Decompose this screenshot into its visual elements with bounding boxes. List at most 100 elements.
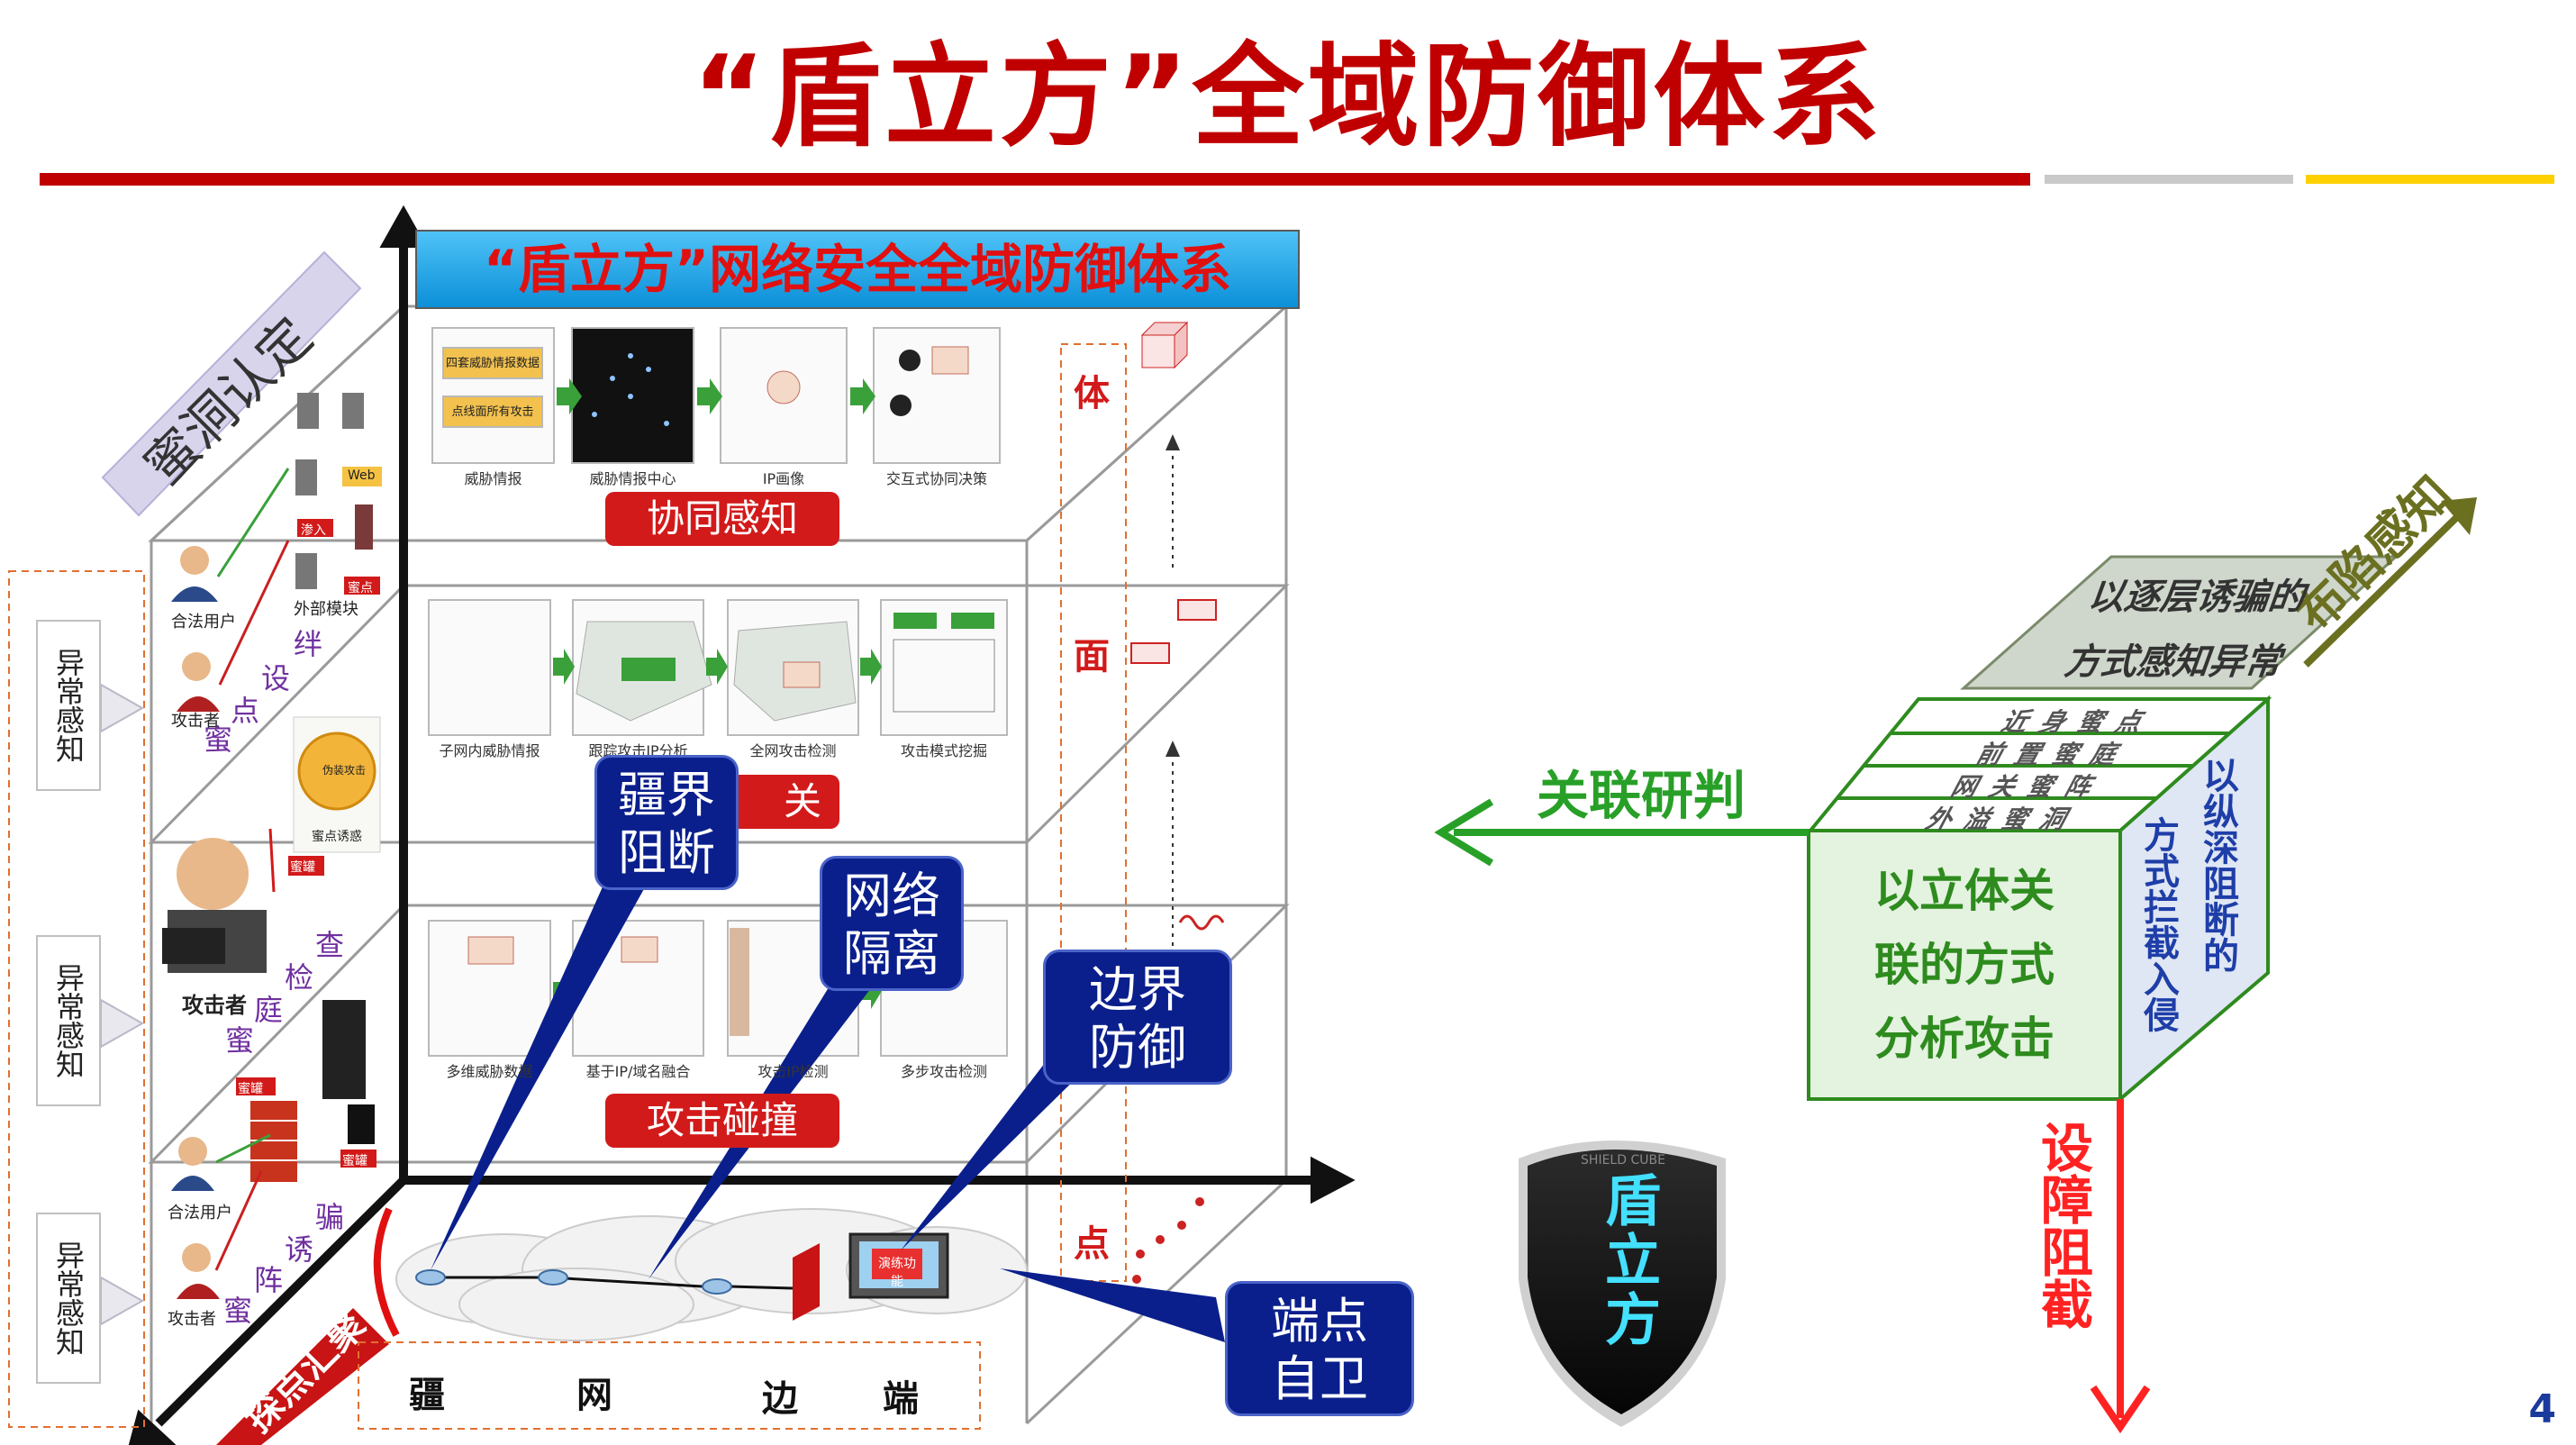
callout-border-block-l2: 阻断 (618, 824, 715, 881)
title-bar-yellow (2306, 175, 2554, 184)
label-drill: 演练功能 (878, 1257, 916, 1289)
scale-char-point: 点 (1074, 1223, 1110, 1265)
diag-band-bottom (216, 1308, 389, 1445)
axis-label-barrier: 设障阻截 (2032, 1121, 2093, 1330)
layer1-arrows (557, 378, 875, 414)
cloud-firewall (793, 1243, 820, 1321)
inner-title: “盾立方”网络安全全域防御体系 (483, 239, 1232, 300)
scale-icons (1130, 321, 1225, 1284)
layer3-step-4: 多步攻击检测 (900, 1063, 987, 1080)
layer3-step-1: 多维威胁数据 (446, 1063, 533, 1080)
layer2-step-4: 攻击模式挖掘 (900, 742, 987, 759)
label-lure-module: 蜜点诱惑 (312, 830, 362, 844)
bottom-label-border: 疆 (409, 1375, 445, 1416)
label-disguise: 伪装攻击 (322, 764, 367, 777)
layer3-step-3: 攻击IP检测 (757, 1063, 829, 1080)
title-bar-red (40, 173, 2030, 186)
callout-network-isolation: 网络 隔离 (820, 856, 964, 991)
left-icons (162, 393, 382, 1299)
front-face-line-3: 分析攻击 (1874, 1013, 2054, 1065)
side-box-anomaly-2: 异常感知 (36, 935, 101, 1106)
label-external-module: 外部模块 (294, 600, 358, 619)
bracket-red (373, 1207, 400, 1337)
layer-label-collab: 协同感知 (605, 492, 839, 546)
label-intrusion: 渗入 (301, 523, 326, 538)
label-pot-tag-3: 蜜罐 (342, 1154, 367, 1168)
bottom-label-network: 网 (576, 1375, 612, 1416)
callout-boundary-defense-l2: 防御 (1089, 1019, 1186, 1076)
layer2-step-3: 全网攻击检测 (749, 742, 837, 759)
layer1-step-4: 交互式协同决策 (885, 470, 987, 487)
side-face-col-2: 方式拦截入侵 (2137, 816, 2179, 1032)
cube-axis-down (2090, 1099, 2151, 1434)
label-attacker-2: 攻击者 (182, 993, 247, 1018)
lure-c1: 蜜 (223, 1294, 253, 1328)
front-face-line-2: 联的方式 (1874, 939, 2054, 991)
callout-boundary-defense: 边界 防御 (1043, 950, 1232, 1085)
label-mini: 蜜点 (348, 581, 373, 595)
shield-graphic (1519, 1141, 1726, 1427)
label-attacker-3: 攻击者 (168, 1310, 216, 1329)
callout-border-block-l1: 疆界 (618, 767, 715, 823)
layer1-dots (592, 346, 969, 426)
callout-endpoint-self-defense: 端点 自卫 (1225, 1281, 1414, 1416)
layer1-step-1: 威胁情报 (464, 470, 522, 487)
page-title: “盾立方”全域防御体系 (692, 32, 1884, 162)
main-axes (128, 204, 1356, 1445)
cube (1806, 555, 2399, 1104)
label-legit-user-1: 合法用户 (171, 613, 236, 632)
chip-1: 四套威胁情报数据 (445, 357, 540, 370)
tripwire-c2: 点 (231, 694, 260, 728)
tripwire-c3: 设 (261, 661, 291, 695)
label-pot-tag-2: 蜜罐 (238, 1082, 263, 1096)
cube-axis-left (1434, 798, 1809, 867)
callout-network-isolation-l1: 网络 (843, 868, 940, 924)
tripwire-c1: 蜜 (204, 722, 233, 757)
top-face-line-1: 以逐层诱骗的 (2083, 577, 2316, 618)
callout-endpoint-self-defense-l1: 端点 (1271, 1293, 1368, 1350)
side-pointers (100, 683, 145, 1326)
page-number: 4 (2528, 1386, 2556, 1432)
top-face-text: 以逐层诱骗的 方式感知异常 (1996, 568, 2381, 685)
lure-c4: 骗 (315, 1200, 345, 1234)
network-links (432, 1276, 794, 1290)
strip-2: 前置蜜庭 (1971, 740, 2138, 769)
layer2-step-1: 子网内威胁情报 (439, 742, 540, 759)
bottom-label-end: 端 (883, 1378, 919, 1420)
front-face-line-1: 以立体关 (1874, 865, 2054, 917)
scale-char-surface: 面 (1074, 636, 1110, 677)
side-box-anomaly-1: 异常感知 (36, 620, 101, 791)
callout-border-block: 疆界 阻断 (594, 755, 739, 890)
inspect-c3: 检 (285, 960, 314, 995)
strip-3: 网关蜜阵 (1946, 772, 2113, 802)
layer1-step-3: IP画像 (762, 470, 805, 487)
label-pot-tag-1: 蜜罐 (290, 860, 315, 875)
layer3-step-2: 基于IP/域名融合 (585, 1063, 691, 1080)
side-panel (8, 570, 145, 1428)
axis-label-correlate: 关联研判 (1537, 765, 1746, 826)
cube-axis-upright (2303, 497, 2477, 668)
inspect-c4: 查 (315, 928, 345, 962)
side-box-anomaly-3: 异常感知 (36, 1213, 101, 1384)
shield-text: 盾立方 (1595, 1171, 1661, 1350)
label-legit-user-2: 合法用户 (168, 1204, 232, 1222)
scale-char-body: 体 (1074, 373, 1110, 414)
layer-label-collision: 攻击碰撞 (605, 1094, 839, 1148)
callout-boundary-defense-l1: 边界 (1089, 961, 1186, 1018)
inspect-c1: 蜜 (225, 1023, 255, 1058)
label-web: Web (348, 468, 376, 483)
top-face-line-2: 方式感知异常 (2060, 641, 2291, 683)
callout-network-isolation-l2: 隔离 (843, 925, 940, 982)
layer2-details (553, 613, 995, 722)
bottom-label-edge: 边 (762, 1378, 798, 1420)
shield-ring-text: SHIELD CUBE (1581, 1153, 1665, 1168)
scale-box (1060, 343, 1127, 1282)
inner-title-bar (415, 230, 1300, 309)
lure-c3: 诱 (285, 1232, 314, 1267)
title-bar-gray (2045, 175, 2293, 184)
front-face-text: 以立体关 联的方式 分析攻击 (1809, 854, 2120, 1076)
tripwire-c4: 绊 (294, 627, 323, 661)
strip-4: 外溢蜜洞 (1920, 804, 2088, 834)
label-attacker-1: 攻击者 (171, 712, 220, 731)
layer1-step-2: 威胁情报中心 (589, 470, 676, 487)
